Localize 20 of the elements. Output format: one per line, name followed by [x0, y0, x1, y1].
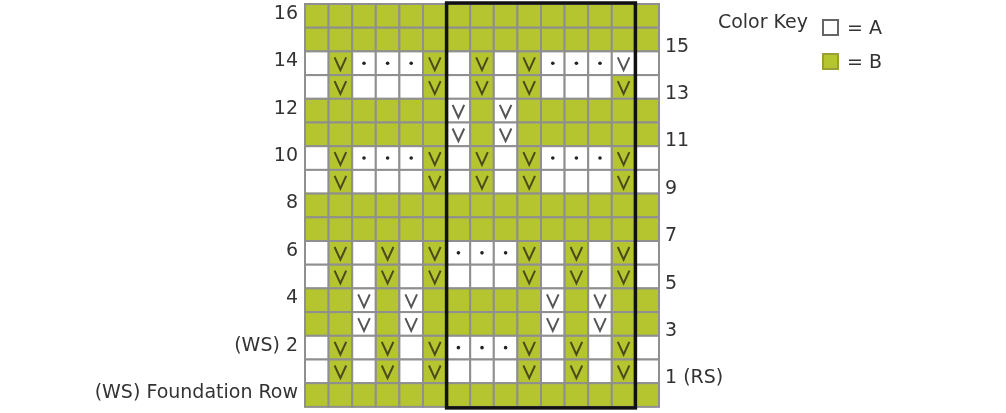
row-number: (WS) Foundation Row	[94, 380, 298, 403]
row-number: 7	[665, 223, 678, 246]
row-number: 4	[285, 285, 298, 308]
row-number: 10	[273, 143, 298, 166]
row-number: 12	[273, 95, 298, 118]
row-number: 1 (RS)	[665, 365, 724, 388]
legend-label: = B	[847, 50, 882, 72]
row-number: (WS) 2	[234, 332, 298, 355]
row-number: 8	[285, 190, 298, 213]
row-number: 13	[665, 80, 690, 103]
legend-title: Color Key	[717, 10, 808, 32]
row-number: 6	[285, 237, 298, 260]
row-number: 9	[665, 175, 678, 198]
row-number: 11	[665, 128, 690, 151]
row-number: 5	[665, 270, 678, 293]
row-number: 14	[273, 48, 298, 71]
row-number: 15	[665, 33, 690, 56]
row-number: 16	[273, 0, 298, 23]
row-number: 3	[665, 317, 678, 340]
legend-label: = A	[847, 16, 882, 38]
